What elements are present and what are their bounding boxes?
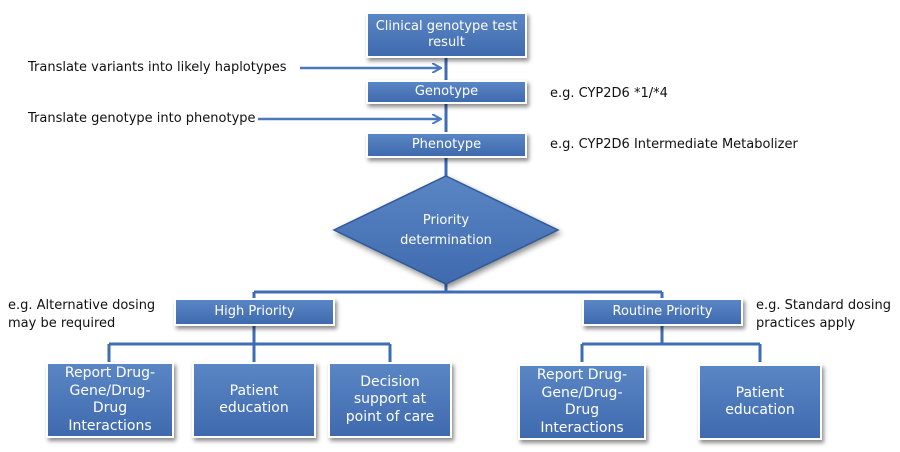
priority-diamond (332, 175, 560, 285)
high-priority-box: High Priority (174, 298, 335, 326)
hp-report-label: Report Drug-Gene/Drug-Drug Interactions (64, 365, 156, 434)
genotype-example-note: e.g. CYP2D6 *1/*4 (550, 86, 668, 101)
rp-report-label: Report Drug-Gene/Drug-Drug Interactions (536, 367, 628, 436)
phenotype-label: Phenotype (411, 136, 482, 152)
high-priority-example-note: e.g. Alternative dosing may be required (8, 298, 156, 332)
priority-label: Priority determination (400, 213, 492, 248)
genotype-box: Genotype (366, 80, 527, 104)
hp-decision-label: Decision support at point of care (345, 373, 435, 425)
high-priority-label: High Priority (214, 303, 295, 319)
rp-education-box: Patient education (698, 364, 822, 440)
genotype-label: Genotype (414, 83, 479, 99)
hp-decision-box: Decision support at point of care (328, 362, 452, 438)
hp-education-box: Patient education (192, 362, 316, 438)
translate-variants-note: Translate variants into likely haplotype… (28, 60, 287, 75)
test-result-box: Clinical genotype test result (366, 12, 527, 58)
phenotype-box: Phenotype (366, 132, 527, 158)
test-result-label: Clinical genotype test result (375, 18, 518, 50)
hp-report-box: Report Drug-Gene/Drug-Drug Interactions (46, 362, 174, 438)
translate-genotype-note: Translate genotype into phenotype (28, 111, 256, 126)
routine-priority-example-note: e.g. Standard dosing practices apply (756, 298, 892, 332)
rp-education-label: Patient education (725, 384, 795, 419)
routine-priority-label: Routine Priority (612, 303, 713, 319)
hp-education-label: Patient education (219, 382, 289, 417)
routine-priority-box: Routine Priority (582, 298, 743, 326)
rp-report-box: Report Drug-Gene/Drug-Drug Interactions (518, 364, 646, 440)
phenotype-example-note: e.g. CYP2D6 Intermediate Metabolizer (550, 137, 798, 152)
